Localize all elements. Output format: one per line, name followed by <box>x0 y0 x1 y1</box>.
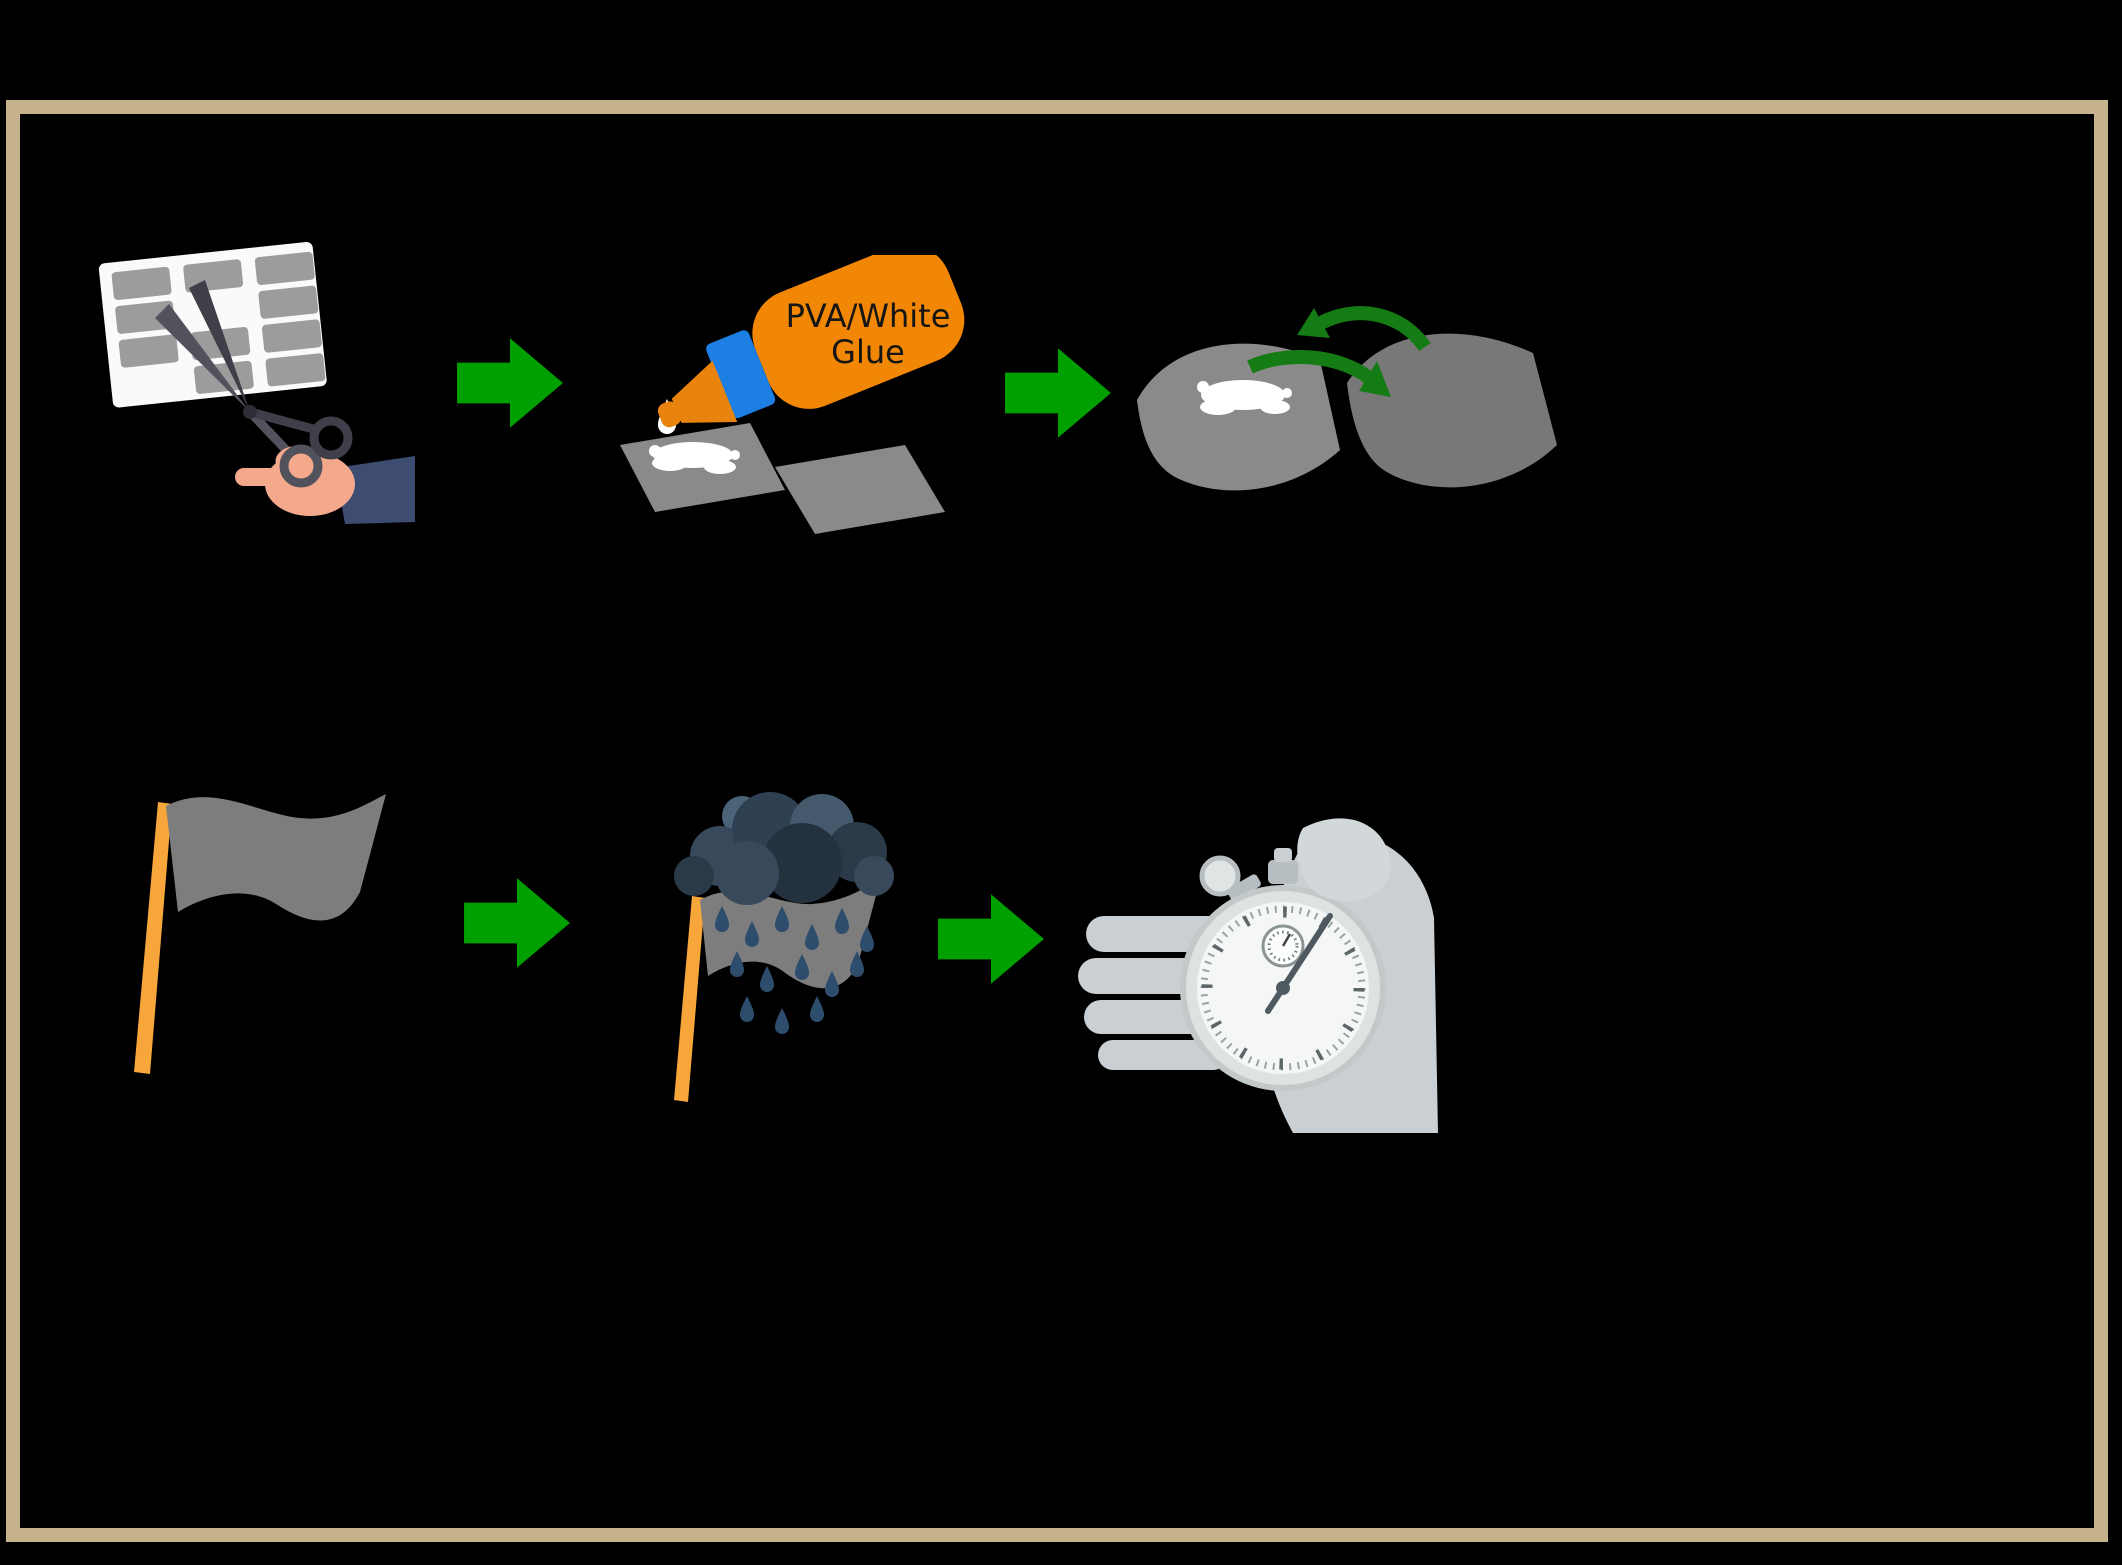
hour-ticks <box>1201 906 1365 1070</box>
step-join-sheets <box>1125 295 1565 530</box>
scissors-cutting-samples-icon <box>98 242 415 524</box>
right-sheet <box>1347 333 1557 488</box>
storm-cloud-icon <box>674 792 894 905</box>
sub-dial <box>1261 924 1305 968</box>
hand-thumb <box>1297 818 1391 902</box>
stopwatch-in-hand-icon <box>1078 818 1438 1133</box>
scissors-ring <box>309 416 353 460</box>
glue-label-line1: PVA/White <box>786 297 951 335</box>
arrow-right-icon <box>1003 342 1115 444</box>
flag-icon <box>134 794 386 1074</box>
step-rain-on-flag <box>652 768 917 1108</box>
flag-cloth <box>166 794 386 921</box>
scissors-ring <box>279 444 323 488</box>
fold-arrow-icon <box>1247 349 1391 397</box>
glue-bottle-body <box>657 255 965 428</box>
step-flag <box>108 788 408 1078</box>
step-apply-glue: PVA/White Glue <box>585 255 1020 545</box>
arrow-right-icon <box>462 872 574 974</box>
glued-sheets-folding-icon <box>1137 306 1557 491</box>
fold-arrow-icon <box>1297 306 1431 352</box>
step-stopwatch <box>1068 798 1440 1133</box>
glue-bottle-icon: PVA/White Glue <box>620 255 965 534</box>
stopwatch-needle <box>1265 913 1333 1014</box>
scissors-icon <box>155 280 319 458</box>
arrow-right-icon <box>455 332 567 434</box>
glue-splat <box>1197 380 1292 415</box>
plain-sheet <box>775 445 945 534</box>
left-sheet <box>1137 343 1340 491</box>
rain-cloud-on-flag-icon <box>674 792 894 1102</box>
flag-pole <box>134 802 172 1074</box>
glue-label-line2: Glue <box>831 333 905 371</box>
glue-splat <box>649 442 740 474</box>
arrow-right-icon <box>936 888 1048 990</box>
wet-flag <box>674 880 880 1102</box>
step-cut-samples <box>85 222 415 537</box>
